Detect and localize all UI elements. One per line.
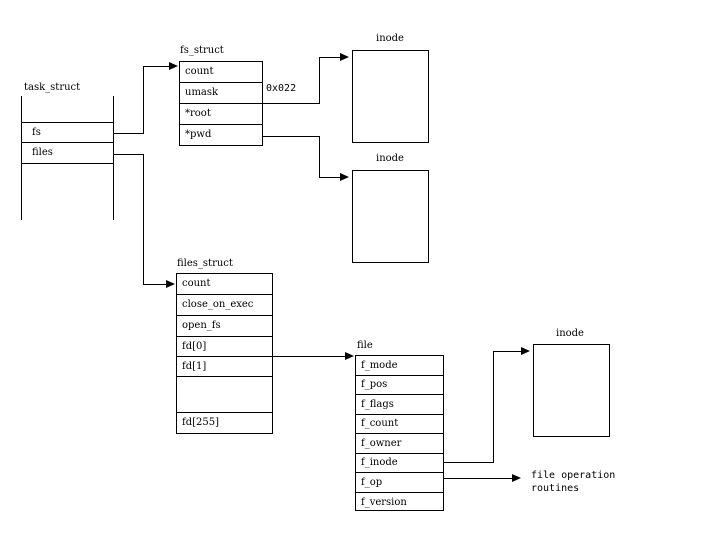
inode-2-label: inode xyxy=(376,153,404,164)
connector-fs-v xyxy=(143,66,144,134)
arrowhead-fd1-to-file xyxy=(345,352,354,360)
connector-fop-to-routines xyxy=(444,478,513,479)
fs-struct-field-pwd: *pwd xyxy=(185,129,212,140)
inode-1-box xyxy=(352,50,429,143)
arrowhead-fop-to-routines xyxy=(512,474,521,482)
arrowhead-root-to-inode-1 xyxy=(340,53,349,61)
arrowhead-fs-to-fs-struct xyxy=(169,62,178,70)
file-struct-field-f-inode: f_inode xyxy=(356,454,443,473)
task-struct-spacer-bottom xyxy=(22,164,113,218)
file-struct-field-f-pos: f_pos xyxy=(356,376,443,395)
fs-struct-label: fs_struct xyxy=(180,45,224,56)
fs-struct-box: count umask *root *pwd xyxy=(179,61,263,146)
file-struct-field-f-flags: f_flags xyxy=(356,395,443,415)
inode-3-label: inode xyxy=(556,328,584,339)
file-struct-field-f-version: f_version xyxy=(361,496,407,508)
arrowhead-pwd-to-inode-2 xyxy=(340,173,349,181)
connector-files-h1 xyxy=(114,154,143,155)
task-struct-field-fs: fs xyxy=(22,122,113,143)
task-struct-label: task_struct xyxy=(24,82,81,93)
task-struct-field-files: files xyxy=(22,143,113,164)
connector-root-h1 xyxy=(263,103,319,104)
file-struct-label: file xyxy=(357,340,373,351)
file-struct-field-f-op: f_op xyxy=(356,473,443,493)
file-struct-field-f-count: f_count xyxy=(356,415,443,434)
arrowhead-files-to-files-struct xyxy=(166,280,175,288)
files-struct-field-close-on-exec: close_on_exec xyxy=(177,295,272,316)
files-struct-box: count close_on_exec open_fs fd[0] fd[1] … xyxy=(176,273,273,434)
task-struct-box: fs files xyxy=(21,96,114,220)
file-operation-routines-label: file operation routines xyxy=(531,470,616,494)
connector-fs-h1 xyxy=(114,133,143,134)
file-struct-field-f-mode: f_mode xyxy=(356,356,443,376)
connector-root-h2 xyxy=(319,57,340,58)
files-struct-field-fd-255: fd[255] xyxy=(182,417,219,428)
arrowhead-finode-to-inode-3 xyxy=(521,347,530,355)
fs-struct-field-count: count xyxy=(180,62,262,83)
files-struct-field-count: count xyxy=(177,274,272,295)
connector-pwd-h2 xyxy=(319,177,340,178)
task-struct-spacer-top xyxy=(22,96,113,122)
files-struct-field-fd-0: fd[0] xyxy=(177,337,272,357)
umask-value-annotation: 0x022 xyxy=(266,83,297,94)
connector-pwd-v xyxy=(319,136,320,177)
connector-files-h2 xyxy=(143,284,167,285)
connector-fd1-to-file xyxy=(273,356,346,357)
connector-finode-v xyxy=(493,351,494,463)
connector-pwd-h1 xyxy=(263,136,319,137)
connector-finode-h1 xyxy=(444,462,493,463)
files-struct-field-gap xyxy=(177,377,272,413)
files-struct-label: files_struct xyxy=(177,258,233,269)
files-struct-field-fd-1: fd[1] xyxy=(177,357,272,377)
connector-finode-h2 xyxy=(493,351,521,352)
fs-struct-field-root: *root xyxy=(180,104,262,125)
connector-files-v xyxy=(143,154,144,284)
files-struct-field-open-fs: open_fs xyxy=(177,316,272,337)
fs-struct-field-umask: umask xyxy=(180,83,262,104)
inode-1-label: inode xyxy=(376,33,404,44)
file-struct-field-f-owner: f_owner xyxy=(356,434,443,454)
connector-fs-h2 xyxy=(143,66,170,67)
connector-root-v xyxy=(319,57,320,104)
inode-2-box xyxy=(352,170,429,263)
inode-3-box xyxy=(533,344,610,437)
file-struct-box: f_mode f_pos f_flags f_count f_owner f_i… xyxy=(355,355,444,511)
